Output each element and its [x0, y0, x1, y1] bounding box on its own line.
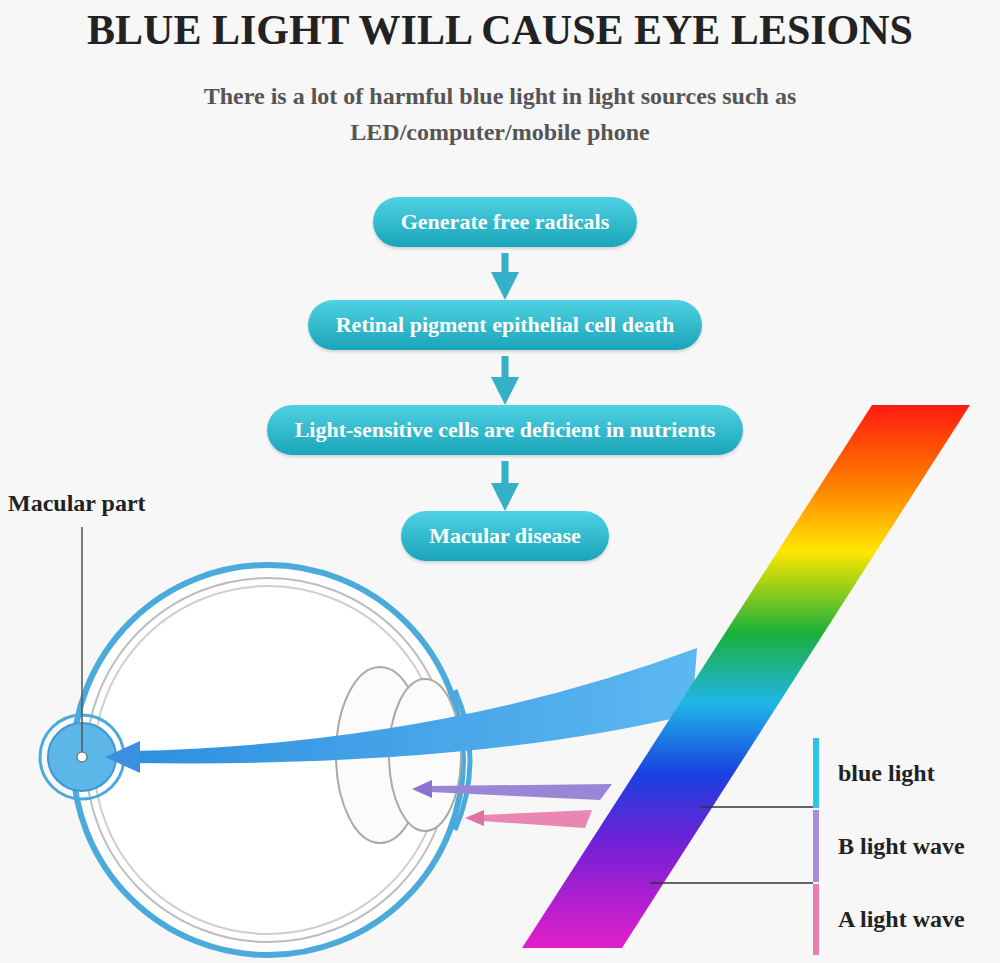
- flow-arrow: [502, 356, 509, 391]
- title: BLUE LIGHT WILL CAUSE EYE LESIONS: [87, 6, 913, 54]
- flow-arrow: [502, 461, 509, 497]
- box-text: Light-sensitive cells are deficient in n…: [295, 417, 716, 442]
- process-box: Generate free radicals: [373, 197, 638, 247]
- legend-swatch: [813, 810, 819, 882]
- box-text: Generate free radicals: [401, 209, 610, 234]
- legend-text: blue light: [838, 760, 935, 787]
- part-label: Macular part: [8, 490, 146, 517]
- process-box: Light-sensitive cells are deficient in n…: [267, 405, 744, 455]
- legend-row: blue light: [813, 738, 965, 808]
- legend-row: A light wave: [813, 884, 965, 955]
- legend-swatch: [813, 738, 819, 808]
- process-box: Macular disease: [401, 511, 609, 561]
- legend-text: B light wave: [838, 833, 965, 860]
- process-box: Retinal pigment epithelial cell death: [308, 300, 703, 350]
- legend: blue light B light wave A light wave: [813, 738, 965, 955]
- legend-row: B light wave: [813, 810, 965, 882]
- legend-swatch: [813, 884, 819, 955]
- flow-arrow: [501, 253, 508, 286]
- legend-text: A light wave: [838, 906, 965, 933]
- box-text: Macular disease: [429, 523, 581, 548]
- subtitle: There is a lot of harmful blue light in …: [160, 78, 840, 150]
- box-text: Retinal pigment epithelial cell death: [336, 312, 675, 337]
